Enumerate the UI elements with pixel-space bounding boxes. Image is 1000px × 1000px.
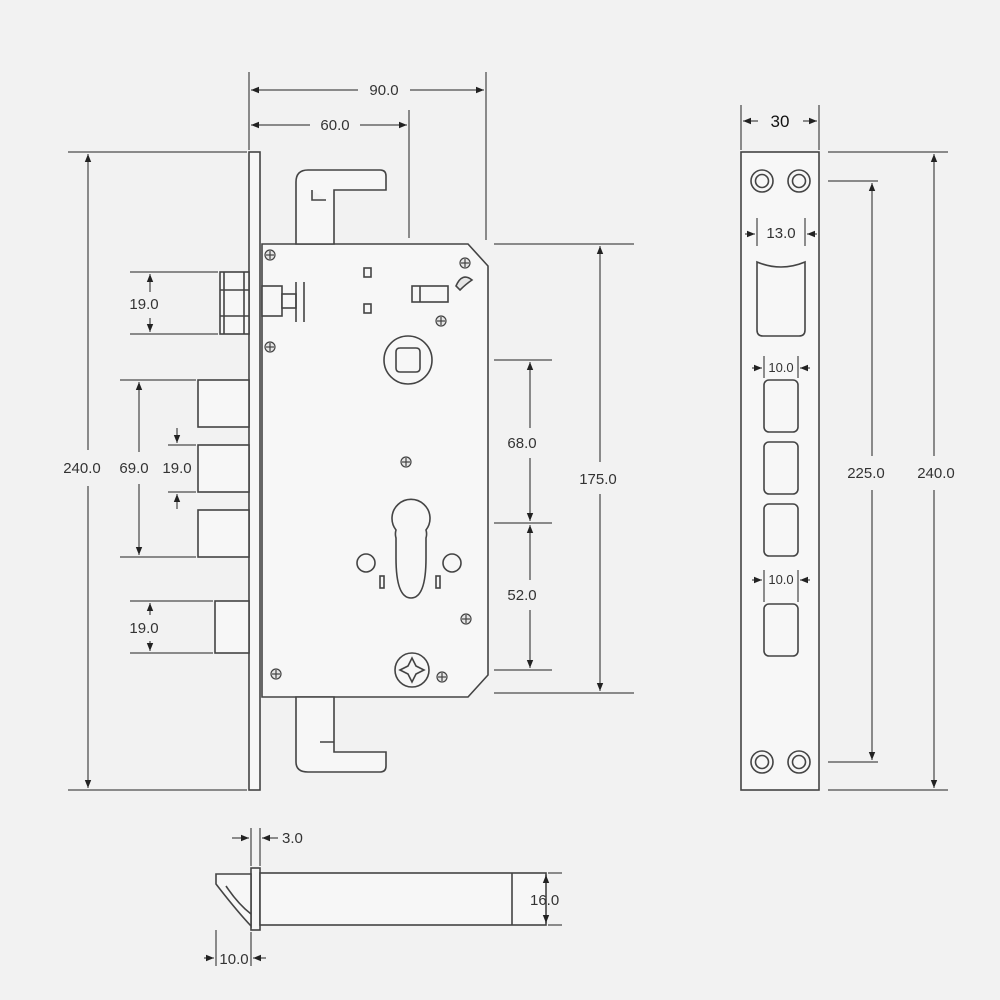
screws xyxy=(264,249,472,683)
dim-faceplate-bolt-slot-lower: 10.0 xyxy=(768,572,793,587)
faceplate-bolt-slot xyxy=(763,441,799,495)
cylinder-hole xyxy=(391,498,431,599)
dim-plate-thickness: 3.0 xyxy=(282,830,303,847)
dim-bolt-thickness: 16.0 xyxy=(530,892,559,909)
bolt-side-view xyxy=(215,867,547,931)
bolt-shaft xyxy=(259,872,547,926)
dim-body-height: 175.0 xyxy=(579,471,617,488)
bolt-lower xyxy=(197,509,250,558)
deadbolt xyxy=(214,600,250,654)
faceplate-view xyxy=(740,151,820,791)
front-dimension-lines xyxy=(68,72,634,791)
bolt-latch-tip xyxy=(215,873,252,929)
dim-faceplate-latch-slot: 13.0 xyxy=(766,225,795,242)
screw-icon xyxy=(460,613,472,625)
dim-latch-height: 19.0 xyxy=(129,296,158,313)
dim-bolt-span: 69.0 xyxy=(119,460,148,477)
screw-icon xyxy=(264,249,276,261)
latch-cam xyxy=(455,276,474,292)
faceplate xyxy=(740,151,820,791)
dim-width-total: 90.0 xyxy=(369,82,398,99)
forend-plate xyxy=(248,151,261,791)
bolt-middle xyxy=(197,444,250,493)
top-hook xyxy=(295,169,387,245)
dim-faceplate-height: 240.0 xyxy=(917,465,955,482)
screw-icon xyxy=(270,668,282,680)
lever-piece xyxy=(411,285,449,303)
dim-width-backset: 60.0 xyxy=(320,117,349,134)
screw-icon xyxy=(400,456,412,468)
bottom-hub xyxy=(394,652,430,688)
bolt-dimension-lines xyxy=(204,828,562,966)
lock-front-view xyxy=(197,151,489,791)
cylinder-side-hole-right xyxy=(442,553,462,573)
faceplate-latch-slot xyxy=(756,260,806,337)
faceplate-bolt-slot xyxy=(763,503,799,557)
faceplate-hole-icon xyxy=(787,750,811,774)
spindle-hub xyxy=(383,335,433,385)
faceplate-dimension-lines xyxy=(740,105,948,791)
dim-height-total: 240.0 xyxy=(63,460,101,477)
spindle-square xyxy=(395,347,421,373)
dim-bolt-height: 19.0 xyxy=(162,460,191,477)
dim-faceplate-hole-spacing: 225.0 xyxy=(847,465,885,482)
screw-icon xyxy=(459,257,471,269)
faceplate-bolt-slot xyxy=(763,379,799,433)
bolt-plate xyxy=(250,867,261,931)
bottom-hub-star xyxy=(398,656,426,684)
dim-spindle-to-cylinder: 68.0 xyxy=(507,435,536,452)
faceplate-bolt-slot xyxy=(763,603,799,657)
faceplate-hole-icon xyxy=(787,169,811,193)
cylinder-side-hole-left xyxy=(356,553,376,573)
screw-icon xyxy=(435,315,447,327)
faceplate-hole-icon xyxy=(750,750,774,774)
dim-deadbolt-height: 19.0 xyxy=(129,620,158,637)
dim-cylinder-to-bottom: 52.0 xyxy=(507,587,536,604)
dim-bolt-tip: 10.0 xyxy=(219,951,248,968)
slot-2 xyxy=(363,303,372,314)
bolt-upper xyxy=(197,379,250,428)
faceplate-hole-icon xyxy=(750,169,774,193)
latch-bolt xyxy=(219,271,305,335)
screw-icon xyxy=(264,341,276,353)
bottom-hook xyxy=(295,696,387,773)
dim-faceplate-width: 30 xyxy=(771,112,790,131)
dim-faceplate-bolt-slot-upper: 10.0 xyxy=(768,360,793,375)
slot-1 xyxy=(363,267,372,278)
screw-icon xyxy=(436,671,448,683)
